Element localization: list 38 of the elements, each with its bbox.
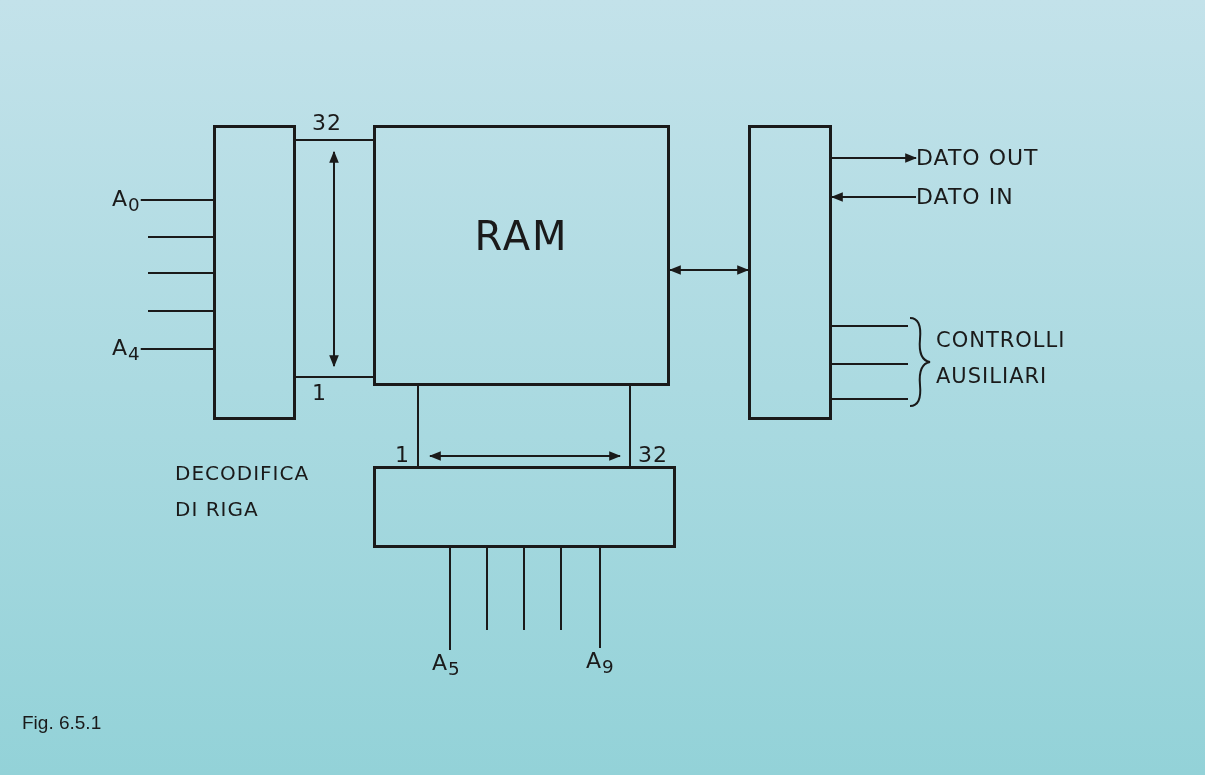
arrow [830,192,917,202]
edge-label: 32 [312,110,342,135]
io-block [748,125,832,420]
address-label: A$_{4}$ [112,335,141,365]
block-label: RAM [474,212,569,259]
signal-line [560,547,562,631]
edge-label: 1 [312,380,327,405]
address-label: A$_{9}$ [586,648,615,678]
signal-line [831,325,909,327]
block-caption: DECODIFICA DI RIGA [175,460,311,523]
signal-line [523,547,525,631]
signal-line [147,272,214,274]
signal-line [629,385,631,467]
decoder-block [213,125,296,420]
signal-line [139,348,214,350]
address-label: A$_{5}$ [432,650,461,680]
edge-label: 1 [395,442,410,467]
signal-line [139,199,214,201]
arrow [831,153,918,163]
signal-line [417,385,419,467]
signal-line [831,398,909,400]
signal-line [295,139,374,141]
signal-line [295,376,374,378]
arrow [668,265,750,275]
figure-caption: Fig. 6.5.1 [22,712,102,734]
address-label: A$_{0}$ [112,186,141,216]
edge-label: 32 [638,442,668,467]
signal-line [599,547,601,649]
signal-line [831,363,909,365]
memory-array-block [373,125,670,386]
signal-line [147,310,214,312]
signal-line [449,547,451,651]
signal-line [486,547,488,631]
signal-label: DATO IN [916,184,1014,209]
signal-group-text: CONTROLLI AUSILIARI [936,327,1067,390]
signal-label: DATO OUT [916,145,1039,170]
decoder-block [373,466,676,548]
signal-line [147,236,214,238]
